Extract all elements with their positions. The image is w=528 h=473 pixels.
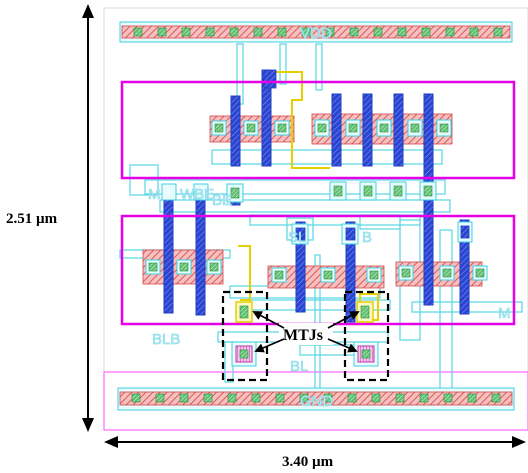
mtj-label: MTJs [283, 327, 323, 344]
poly-gates [163, 69, 470, 323]
label-blb: BLB [152, 331, 180, 348]
width-dimension-arrow [104, 436, 526, 448]
nwell-bottom-outline [103, 371, 528, 431]
height-dimension-arrow [82, 4, 94, 432]
vdd-rail [119, 21, 513, 43]
height-label: 2.51 µm [6, 211, 58, 227]
mtj-devices [231, 301, 379, 367]
label-m-right: M [498, 305, 511, 322]
vdd-label: VDD [300, 25, 332, 42]
mtj-dashed-boxes [221, 290, 390, 382]
label-m-left: M [148, 186, 161, 203]
label-sl: SL [288, 229, 306, 246]
contacts [145, 69, 488, 283]
mtj-arrows [252, 311, 360, 353]
label-b: B [362, 229, 372, 246]
label-bl: BL [290, 358, 308, 375]
label-wbe: WBE [180, 186, 214, 203]
height-label-bg [4, 206, 84, 228]
mtj-label-bg [279, 323, 333, 345]
gnd-label: GND [300, 393, 334, 410]
label-be: BE [212, 192, 232, 209]
width-label: 3.40 µm [282, 454, 334, 470]
gnd-rail [117, 387, 515, 411]
